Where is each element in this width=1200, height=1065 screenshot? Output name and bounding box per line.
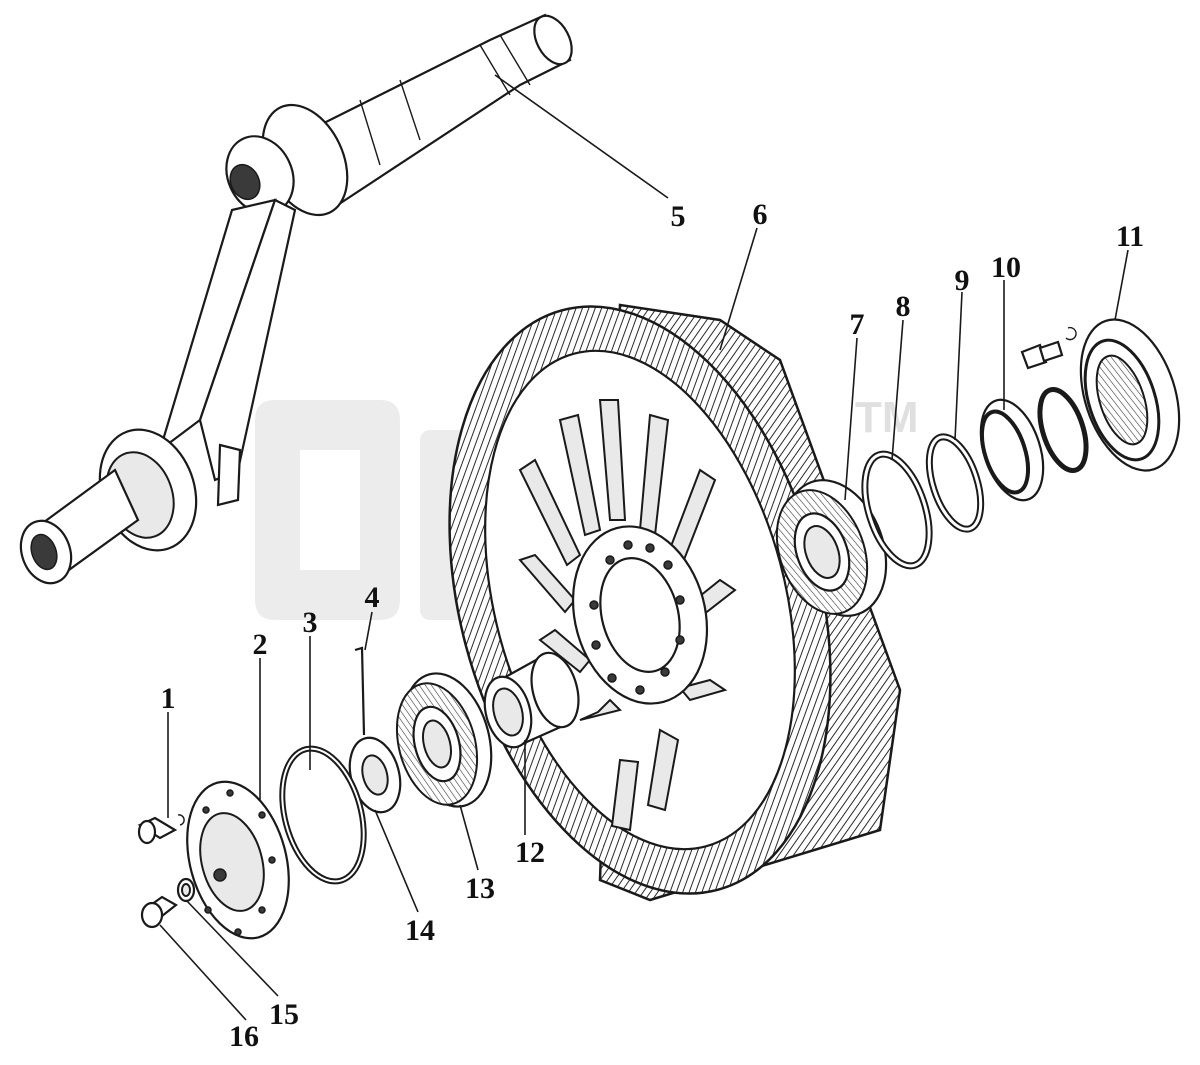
callout-labels: 1 2 3 4 5 6 7 8 9 10 11 12 13 14 15 16 (161, 198, 1145, 1053)
callout-9: 9 (955, 264, 970, 297)
callout-1: 1 (161, 682, 176, 715)
callout-13: 13 (465, 872, 495, 905)
part-10-seal (979, 398, 1045, 502)
part-11-cover (1020, 318, 1181, 473)
callout-7: 7 (850, 308, 865, 341)
callout-2: 2 (253, 628, 268, 661)
part-15-washer (176, 877, 196, 903)
callout-10: 10 (991, 251, 1021, 284)
callout-16: 16 (229, 1020, 259, 1053)
part-1-bolt (137, 814, 185, 845)
callout-11: 11 (1116, 220, 1144, 253)
part-16-plug (140, 895, 178, 929)
callout-4: 4 (365, 581, 380, 614)
callout-6: 6 (753, 198, 768, 231)
part-4-pin (354, 646, 366, 736)
part-9-ring (925, 433, 985, 533)
part-7-bearing (775, 479, 888, 617)
wheel-spokes (518, 399, 737, 832)
part-5-knuckle-arm (19, 13, 573, 585)
part-3-gasket (279, 745, 367, 885)
callout-12: 12 (515, 836, 545, 869)
callout-3: 3 (303, 606, 318, 639)
leader-lines (159, 74, 1129, 1021)
part-12-sleeve (483, 651, 580, 749)
wheel-bolt-holes (589, 540, 685, 695)
callout-8: 8 (896, 290, 911, 323)
part-14-lock-washer (348, 736, 402, 814)
watermark-text: ТМ (855, 393, 919, 442)
part-2-hub-cap (186, 780, 290, 940)
callout-14: 14 (405, 914, 435, 947)
part-13-bearing (395, 672, 493, 808)
part-8-ring (861, 450, 933, 570)
callout-5: 5 (671, 200, 686, 233)
callout-15: 15 (269, 998, 299, 1031)
